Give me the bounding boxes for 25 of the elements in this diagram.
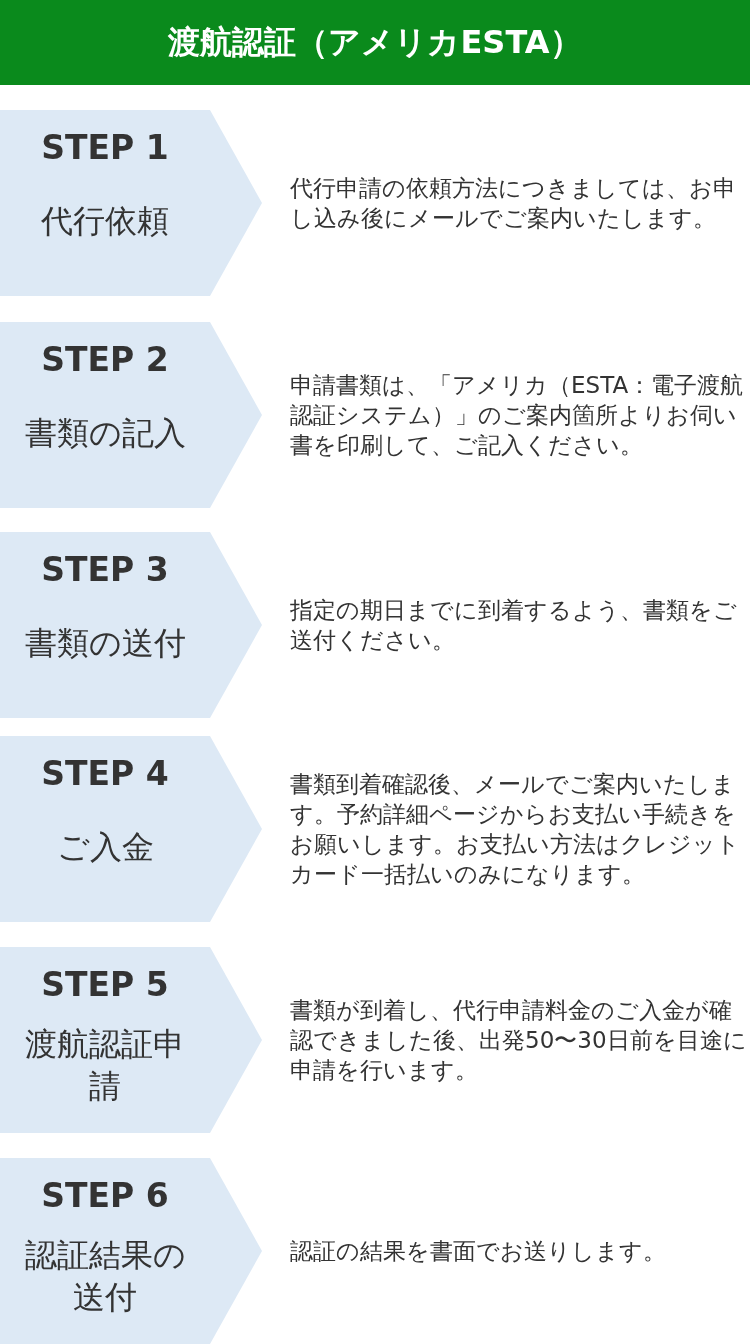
step-panel xyxy=(0,532,262,718)
step-name: 代行依頼 xyxy=(40,201,170,242)
step-name: 渡航認証申請 xyxy=(24,1024,186,1107)
step-number: STEP 4 xyxy=(40,754,170,793)
step-number: STEP 1 xyxy=(40,128,170,167)
step-number: STEP 6 xyxy=(40,1176,170,1215)
step-panel xyxy=(0,947,262,1133)
step-panel xyxy=(0,1158,262,1344)
step-panel xyxy=(0,736,262,922)
title-banner: 渡航認証（アメリカESTA） xyxy=(0,0,750,85)
step-description: 書類が到着し、代行申請料金のご入金が確認できました後、出発50〜30日前を目途に申請を行います。 xyxy=(290,996,748,1085)
step-name: 認証結果の送付 xyxy=(23,1235,187,1318)
step-description: 指定の期日までに到着するよう、書類をご送付ください。 xyxy=(290,596,738,655)
step-description: 申請書類は、「アメリカ（ESTA：電子渡航認証システム）」のご案内箇所よりお伺い書を印刷して、ご記入ください。 xyxy=(290,371,745,460)
step-description: 認証の結果を書面でお送りします。 xyxy=(290,1237,667,1266)
step-number: STEP 2 xyxy=(40,340,170,379)
step-description: 代行申請の依頼方法につきましては、お申し込み後にメールでご案内いたします。 xyxy=(290,174,737,233)
step-description: 書類到着確認後、メールでご案内いたします。予約詳細ページからお支払い手続きをお願いします。お支払い方法はクレジットカード一括払いのみになります。 xyxy=(290,770,741,889)
step-number: STEP 5 xyxy=(40,965,170,1004)
step-number: STEP 3 xyxy=(40,550,170,589)
step-name: 書類の送付 xyxy=(23,623,187,664)
step-name: ご入金 xyxy=(55,827,155,868)
step-panel xyxy=(0,110,262,296)
step-name: 書類の記入 xyxy=(23,413,187,454)
step-panel xyxy=(0,322,262,508)
